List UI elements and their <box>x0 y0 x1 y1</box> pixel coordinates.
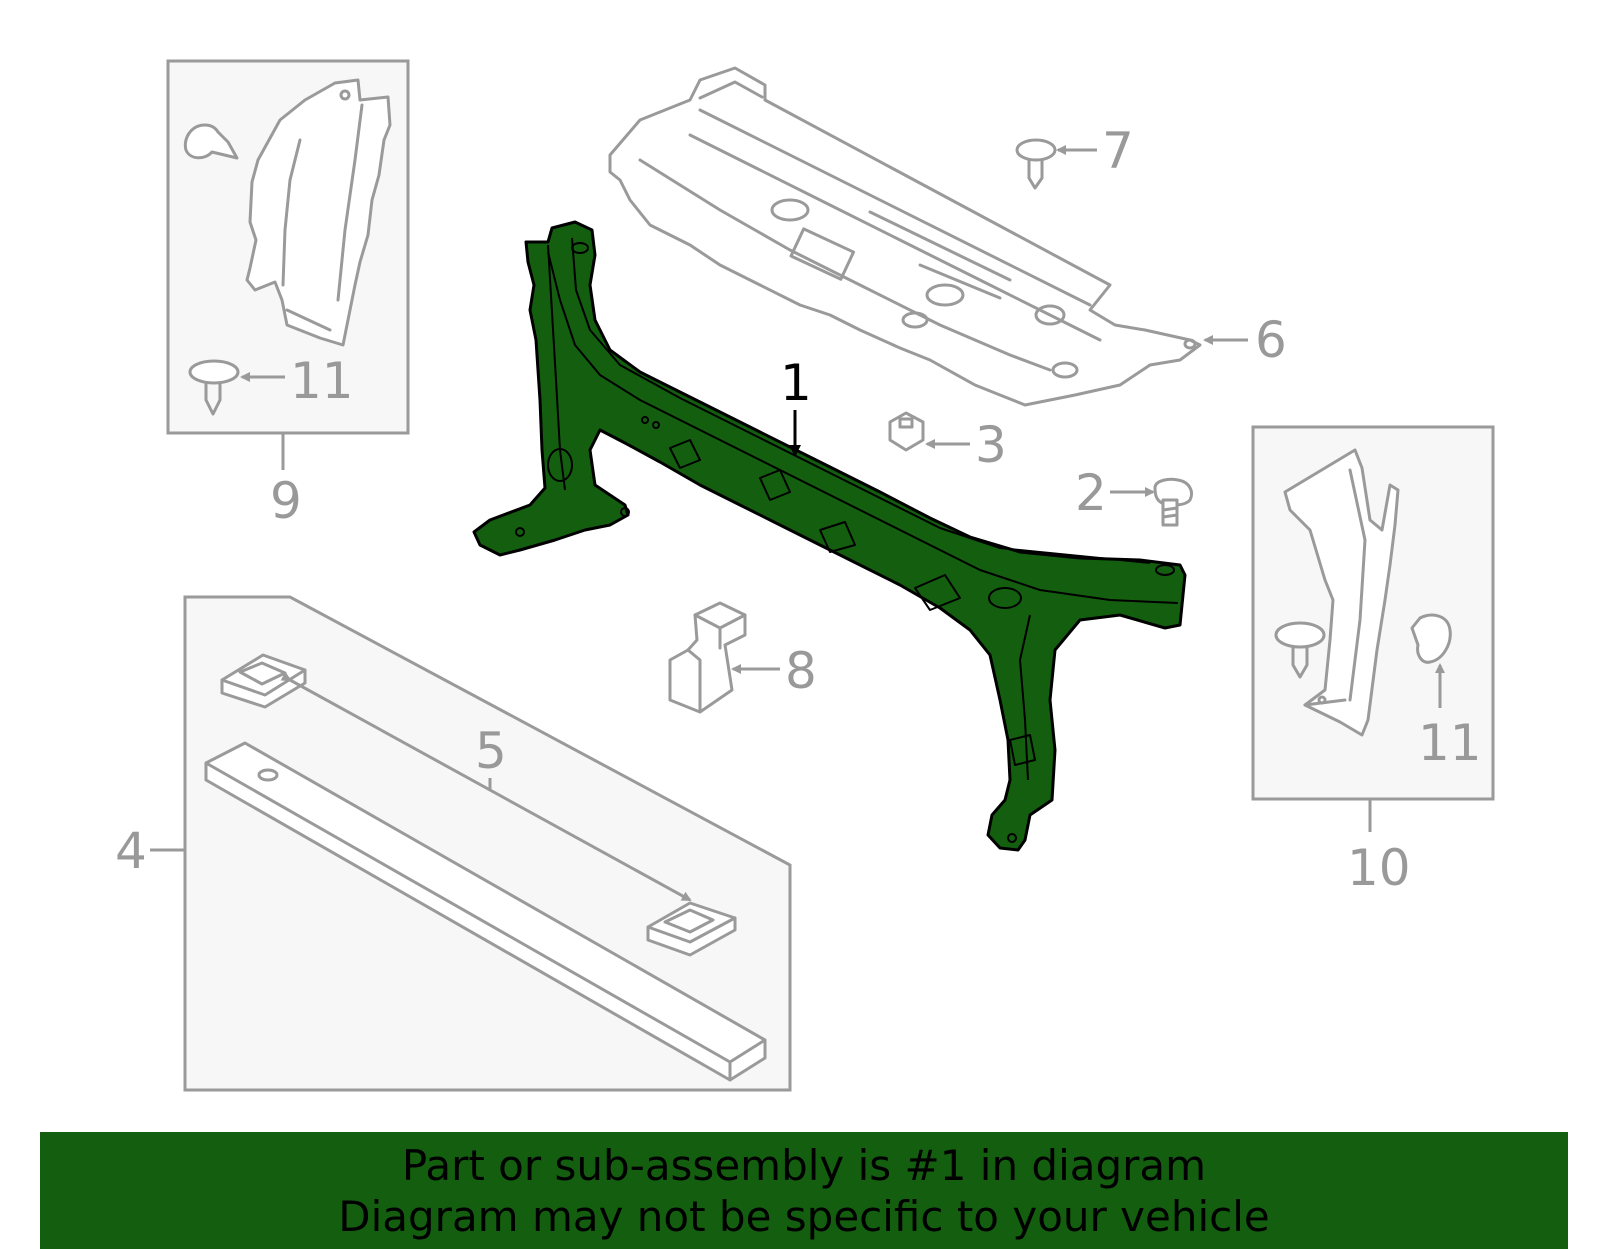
bolt-2 <box>1110 477 1193 527</box>
clip-icon-right-box <box>1274 621 1326 649</box>
callout-11-right: 11 <box>1418 714 1482 772</box>
upper-radiator-cover <box>608 66 1248 407</box>
seal-pad-right <box>646 901 737 957</box>
inset-box-10 <box>1251 425 1495 832</box>
callout-8: 8 <box>785 642 817 700</box>
banner-line-2: Diagram may not be specific to your vehi… <box>338 1191 1270 1241</box>
callout-7: 7 <box>1102 122 1134 180</box>
info-banner: Part or sub-assembly is #1 in diagram Di… <box>40 1132 1568 1249</box>
callout-10: 10 <box>1347 839 1411 897</box>
bracket-8 <box>668 601 780 714</box>
callout-11-left: 11 <box>290 352 354 410</box>
callout-2: 2 <box>1075 464 1107 522</box>
clip-11-icon-right <box>1410 613 1452 664</box>
push-clip-icon <box>183 123 239 160</box>
banner-line-1: Part or sub-assembly is #1 in diagram <box>401 1140 1207 1190</box>
radiator-support-part-1[interactable] <box>472 220 1187 852</box>
callout-5: 5 <box>475 722 507 780</box>
callout-1: 1 <box>780 354 812 412</box>
clip-11-icon-left <box>188 359 240 385</box>
clip-7 <box>1015 138 1097 190</box>
callout-9: 9 <box>270 472 302 530</box>
inset-box-4 <box>150 595 792 1092</box>
callout-3: 3 <box>975 416 1007 474</box>
callout-4: 4 <box>115 822 147 880</box>
nut-3 <box>888 411 970 452</box>
callout-6: 6 <box>1255 311 1287 369</box>
right-air-deflector <box>1283 448 1400 737</box>
inset-box-9 <box>166 59 410 470</box>
